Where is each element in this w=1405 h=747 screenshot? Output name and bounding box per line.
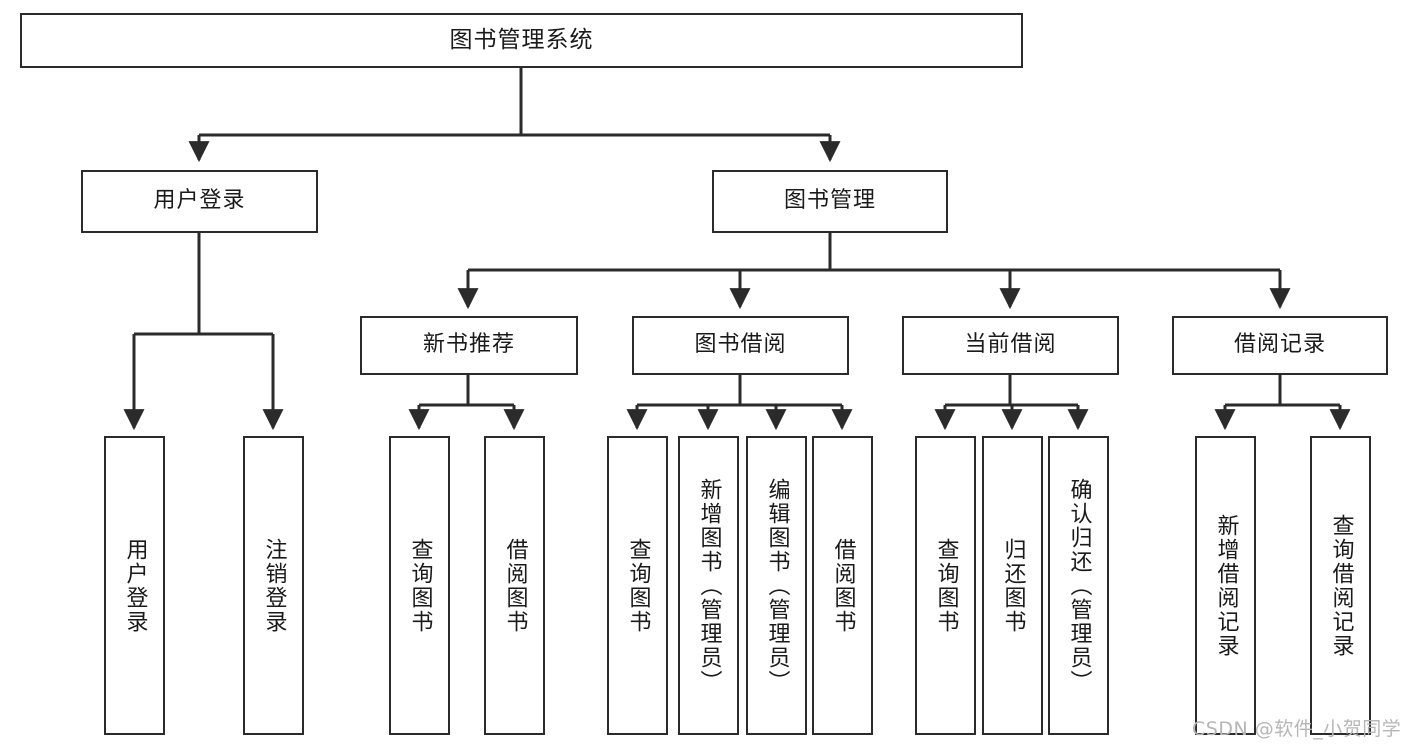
node-label: 查询图书 [933, 537, 959, 634]
leaf-current-confirm-return-admin[interactable]: 确认归还（管理员） [1048, 436, 1109, 735]
node-label: 借阅图书 [502, 537, 528, 634]
node-book-management[interactable]: 图书管理 [712, 170, 948, 233]
node-label: 用户登录 [153, 188, 246, 214]
leaf-user-login-signout[interactable]: 注销登录 [243, 436, 304, 735]
leaf-current-return-book[interactable]: 归还图书 [982, 436, 1043, 735]
leaf-records-query-record[interactable]: 查询借阅记录 [1310, 436, 1371, 735]
node-label: 用户登录 [122, 537, 148, 634]
node-borrow-records[interactable]: 借阅记录 [1172, 316, 1388, 375]
node-book-borrow[interactable]: 图书借阅 [632, 316, 849, 375]
leaf-borrow-borrow-book[interactable]: 借阅图书 [812, 436, 873, 735]
leaf-borrow-edit-book-admin[interactable]: 编辑图书（管理员） [746, 436, 807, 735]
leaf-user-login-signin[interactable]: 用户登录 [104, 436, 165, 735]
leaf-current-query-book[interactable]: 查询图书 [915, 436, 976, 735]
node-label: 新书推荐 [422, 332, 515, 358]
node-label: 新增图书（管理员） [696, 477, 722, 694]
node-label: 新增借阅记录 [1213, 513, 1239, 658]
node-root-system[interactable]: 图书管理系统 [20, 13, 1023, 68]
node-label: 当前借阅 [964, 332, 1057, 358]
leaf-new-book-query[interactable]: 查询图书 [389, 436, 450, 735]
node-label: 借阅图书 [830, 537, 856, 634]
leaf-new-book-borrow[interactable]: 借阅图书 [484, 436, 545, 735]
node-current-borrow[interactable]: 当前借阅 [902, 316, 1119, 375]
node-label: 注销登录 [261, 537, 287, 634]
leaf-records-add-record[interactable]: 新增借阅记录 [1195, 436, 1256, 735]
node-label: 图书管理 [783, 188, 876, 214]
node-label: 借阅记录 [1233, 332, 1326, 358]
node-label: 图书管理系统 [449, 26, 594, 53]
node-label: 查询图书 [407, 537, 433, 634]
watermark-text: CSDN @软件_小贺同学 [1192, 718, 1402, 740]
leaf-borrow-add-book-admin[interactable]: 新增图书（管理员） [678, 436, 739, 735]
node-label: 查询借阅记录 [1328, 513, 1354, 658]
node-label: 图书借阅 [694, 332, 787, 358]
node-new-book-recommend[interactable]: 新书推荐 [360, 316, 578, 375]
node-label: 归还图书 [1000, 537, 1026, 634]
node-user-login[interactable]: 用户登录 [81, 170, 318, 233]
leaf-borrow-query-book[interactable]: 查询图书 [607, 436, 668, 735]
node-label: 编辑图书（管理员） [764, 477, 790, 694]
node-label: 查询图书 [625, 537, 651, 634]
node-label: 确认归还（管理员） [1066, 477, 1092, 694]
